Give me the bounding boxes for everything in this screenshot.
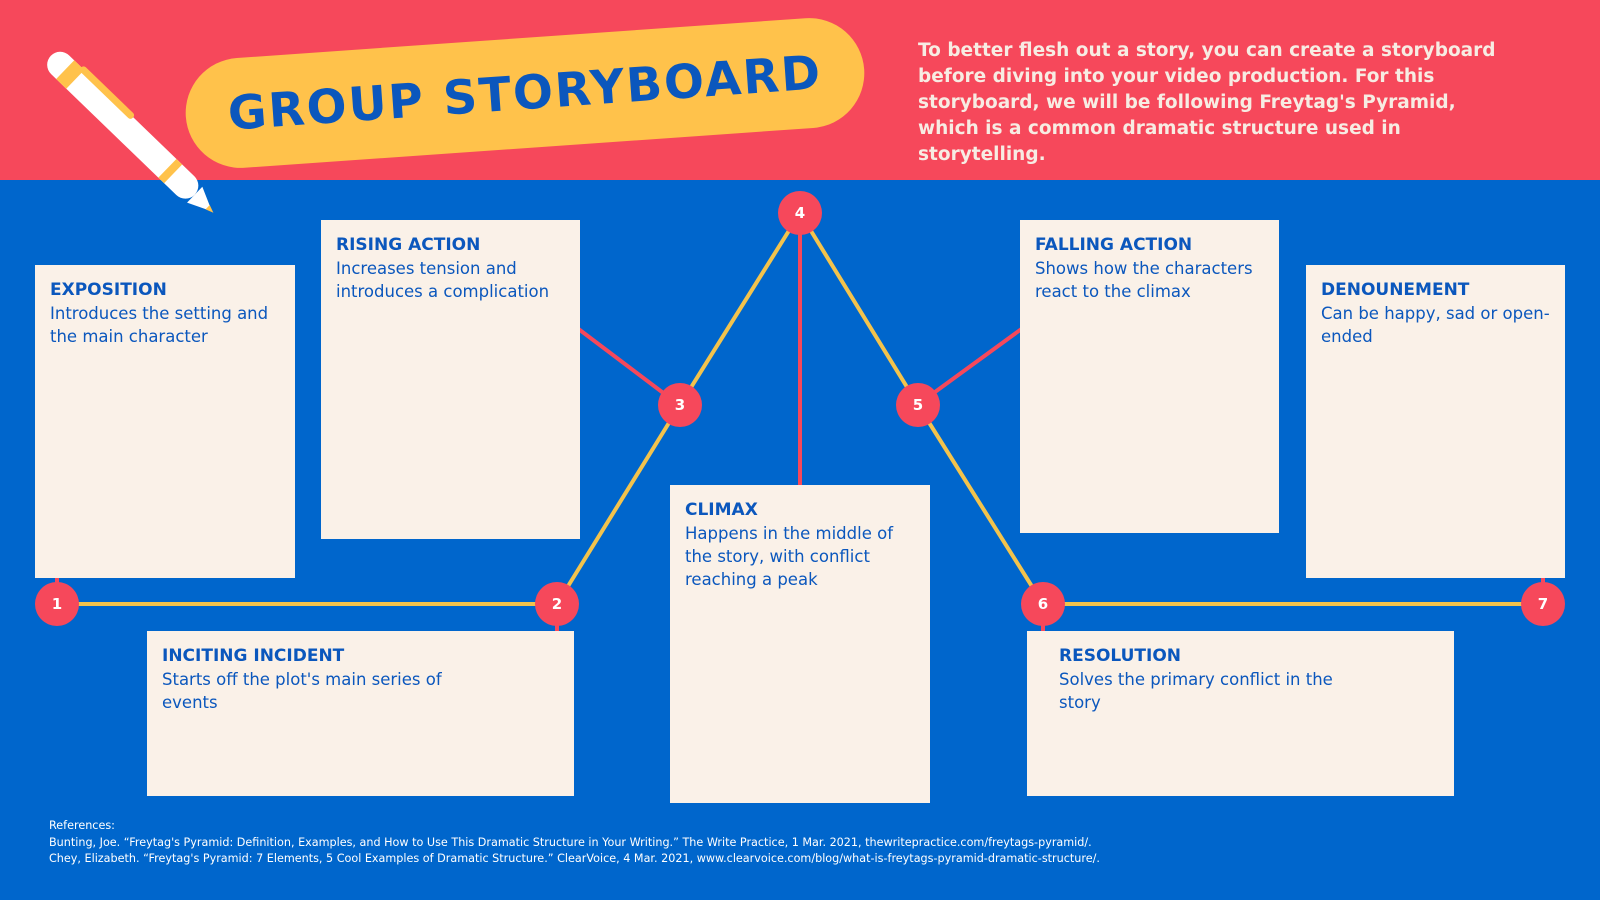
card-description: Introduces the setting and the main char… [50, 304, 269, 346]
card-resolution: RESOLUTION Solves the primary conflict i… [1027, 631, 1454, 796]
card-title: RESOLUTION [1059, 646, 1182, 666]
card-title: EXPOSITION [50, 280, 167, 300]
card-title: FALLING ACTION [1035, 235, 1193, 255]
node-2: 2 [535, 582, 579, 626]
node-1: 1 [35, 582, 79, 626]
card-climax: CLIMAX Happens in the middle of the stor… [670, 485, 930, 803]
node-6: 6 [1021, 582, 1065, 626]
card-description: Shows how the characters react to the cl… [1035, 259, 1253, 301]
card-title: CLIMAX [685, 500, 758, 520]
node-3: 3 [658, 383, 702, 427]
page-title: GROUP STORYBOARD [226, 44, 824, 142]
card-rising-action: RISING ACTION Increases tension and intr… [321, 220, 580, 539]
card-description: Increases tension and introduces a compl… [336, 259, 550, 301]
node-7: 7 [1521, 582, 1565, 626]
references: References: Bunting, Joe. “Freytag's Pyr… [49, 818, 1349, 868]
node-5: 5 [896, 383, 940, 427]
card-title: INCITING INCIDENT [162, 646, 345, 666]
pen-icon [47, 51, 214, 213]
card-falling-action: FALLING ACTION Shows how the characters … [1020, 220, 1279, 533]
reference-item: Chey, Elizabeth. “Freytag's Pyramid: 7 E… [49, 852, 1100, 865]
card-title: DENOUNEMENT [1321, 280, 1470, 300]
card-denouement: DENOUNEMENT Can be happy, sad or open-en… [1306, 265, 1565, 578]
card-description: Happens in the middle of the story, with… [685, 524, 894, 589]
card-description: Solves the primary conflict in the story [1059, 670, 1333, 712]
node-4: 4 [778, 191, 822, 235]
reference-item: Bunting, Joe. “Freytag's Pyramid: Defini… [49, 835, 1092, 849]
card-exposition: EXPOSITION Introduces the setting and th… [35, 265, 295, 578]
card-inciting-incident: INCITING INCIDENT Starts off the plot's … [147, 631, 574, 796]
references-label: References: [49, 819, 115, 832]
card-description: Starts off the plot's main series of eve… [162, 670, 442, 712]
intro-text: To better flesh out a story, you can cre… [918, 40, 1496, 165]
card-description: Can be happy, sad or open-ended [1321, 304, 1550, 346]
card-title: RISING ACTION [336, 235, 481, 255]
